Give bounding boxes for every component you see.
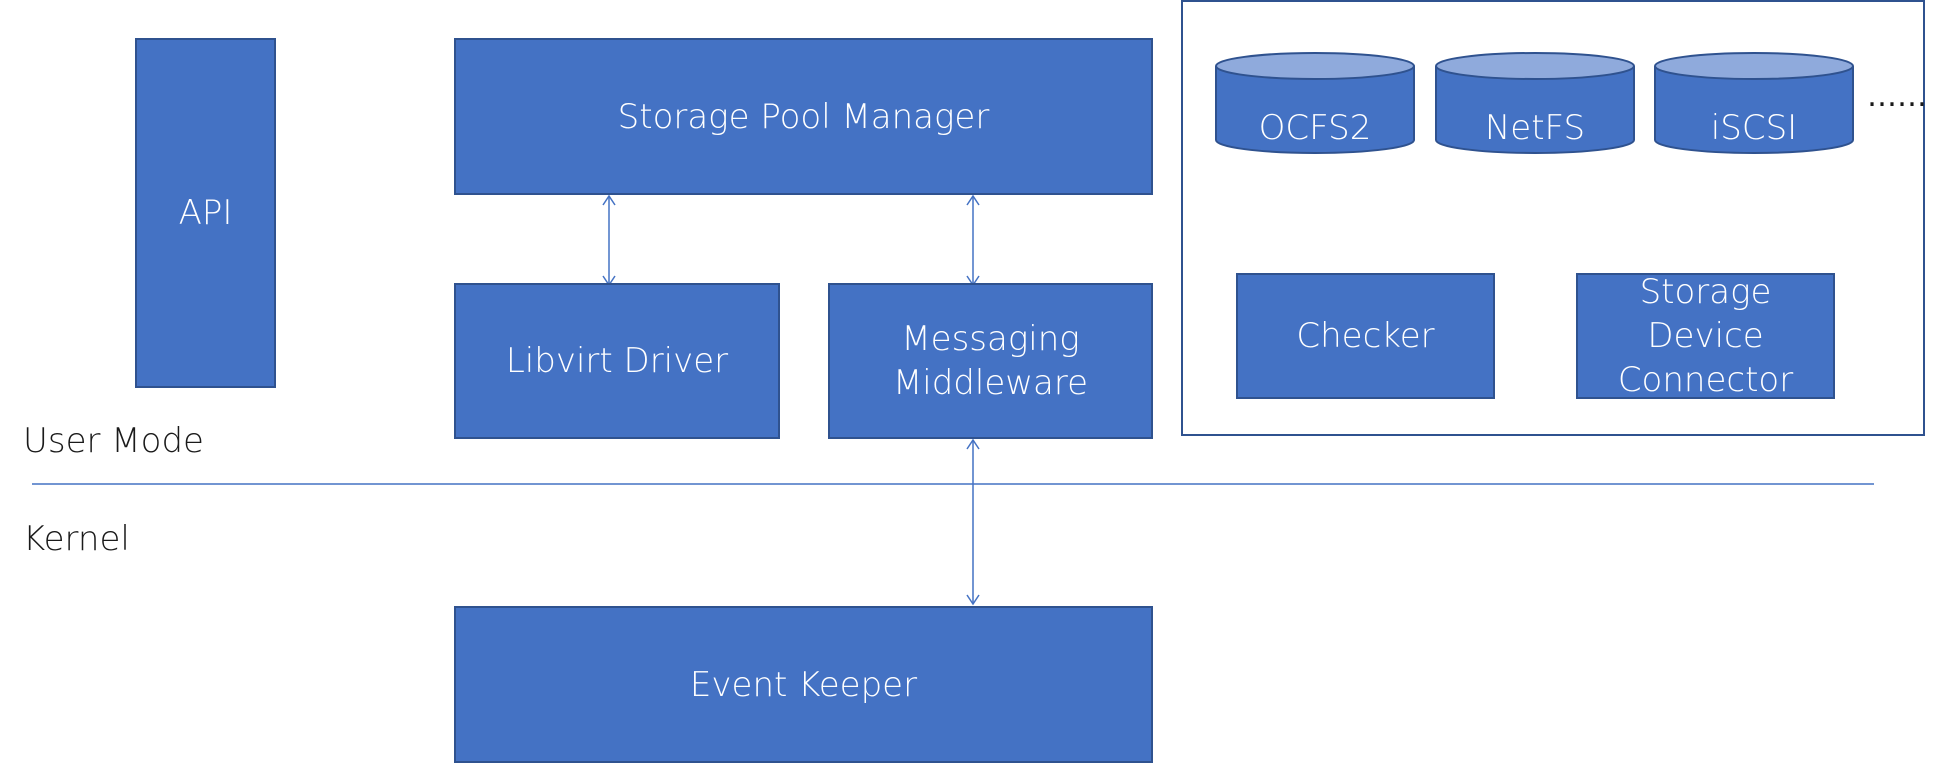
libvirt-driver-label: Libvirt Driver <box>505 341 729 381</box>
storage-device-connector-label-line1: Storage <box>1639 272 1772 312</box>
api-label: API <box>178 193 233 233</box>
storage-backend-label: iSCSI <box>1710 108 1798 148</box>
storage-backend-iscsi: iSCSI <box>1653 50 1855 156</box>
user-mode-label: User Mode <box>23 421 204 461</box>
storage-device-connector-label-line3: Connector <box>1617 360 1794 400</box>
api-box: API <box>135 38 276 388</box>
checker-label: Checker <box>1296 316 1435 356</box>
storage-backends-container <box>1181 0 1925 436</box>
kernel-label: Kernel <box>23 519 130 559</box>
storage-backend-ocfs2: OCFS2 <box>1214 50 1416 156</box>
database-cylinder-icon <box>1435 52 1635 154</box>
messaging-middleware-label-line2: Middleware <box>892 363 1089 403</box>
storage-backend-netfs: NetFS <box>1434 50 1636 156</box>
storage-pool-manager-box: Storage Pool Manager <box>454 38 1153 195</box>
libvirt-driver-box: Libvirt Driver <box>454 283 780 439</box>
storage-device-connector-box: Storage Device Connector <box>1576 272 1835 400</box>
storage-backend-label: OCFS2 <box>1258 108 1372 148</box>
messaging-middleware-box: Messaging Middleware <box>828 283 1153 439</box>
more-backends-indicator: …… <box>1867 79 1927 114</box>
event-keeper-label: Event Keeper <box>689 664 918 705</box>
checker-box: Checker <box>1236 273 1495 399</box>
database-cylinder-icon <box>1215 52 1415 154</box>
storage-pool-manager-label: Storage Pool Manager <box>617 96 990 137</box>
event-keeper-box: Event Keeper <box>454 606 1153 763</box>
messaging-middleware-label-line1: Messaging <box>901 319 1080 359</box>
storage-device-connector-label-line2: Device <box>1647 316 1764 356</box>
storage-backend-label: NetFS <box>1484 108 1586 148</box>
database-cylinder-icon <box>1654 52 1854 154</box>
